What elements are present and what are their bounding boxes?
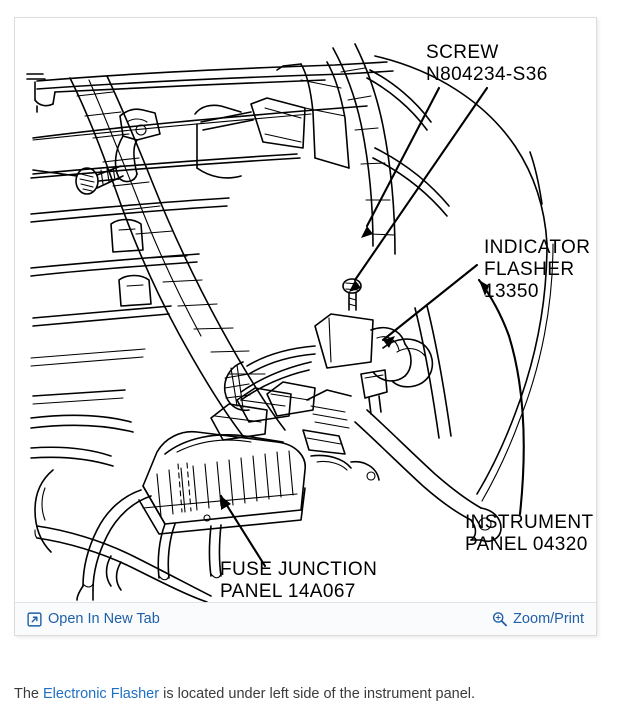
open-in-new-tab-label: Open In New Tab	[48, 610, 160, 627]
callout-fuse-junction-panel: FUSE JUNCTION PANEL 14A067	[220, 559, 377, 602]
zoom-print-button[interactable]: Zoom/Print	[492, 612, 584, 627]
callout-indicator-flasher: INDICATOR FLASHER 13350	[484, 237, 590, 302]
callout-instrument-panel: INSTRUMENT PANEL 04320	[465, 512, 594, 555]
diagram-image-region[interactable]: SCREW N804234-S36 INDICATOR FLASHER 1335…	[15, 18, 596, 602]
callout-fuse-junction-panel-line2: PANEL 14A067	[220, 581, 356, 602]
diagram-toolbar: Open In New Tab Zoom/Print	[15, 602, 596, 635]
callout-screw-line2: N804234-S36	[426, 64, 548, 85]
callout-indicator-flasher-line1: INDICATOR	[484, 237, 590, 258]
callout-indicator-flasher-line2: FLASHER	[484, 259, 574, 280]
diagram-viewer-card: SCREW N804234-S36 INDICATOR FLASHER 1335…	[14, 17, 597, 636]
electronic-flasher-link[interactable]: Electronic Flasher	[43, 686, 160, 702]
callout-instrument-panel-line2: PANEL 04320	[465, 534, 588, 555]
callout-indicator-flasher-line3: 13350	[484, 281, 539, 302]
external-link-icon	[27, 611, 42, 627]
open-in-new-tab-button[interactable]: Open In New Tab	[27, 612, 160, 627]
relay-screw	[342, 278, 362, 311]
callout-screw: SCREW N804234-S36	[426, 42, 548, 85]
instrument-panel-diagram: SCREW N804234-S36 INDICATOR FLASHER 1335…	[26, 42, 594, 602]
caption-text: The Electronic Flasher is located under …	[14, 684, 620, 704]
diagram-artwork	[26, 43, 554, 602]
caption-prefix: The	[14, 686, 44, 702]
zoom-print-label: Zoom/Print	[513, 610, 584, 627]
screw-fastener	[75, 165, 124, 195]
caption-suffix: is located under left side of the instru…	[159, 686, 476, 702]
callout-instrument-panel-line1: INSTRUMENT	[465, 512, 594, 533]
callout-fuse-junction-panel-line1: FUSE JUNCTION	[220, 559, 377, 580]
callout-leader-lines	[219, 86, 525, 568]
callout-screw-line1: SCREW	[426, 42, 499, 63]
magnifier-plus-icon	[492, 612, 508, 627]
indicator-flasher-component	[314, 313, 412, 382]
fuse-junction-panel-component	[138, 430, 306, 535]
